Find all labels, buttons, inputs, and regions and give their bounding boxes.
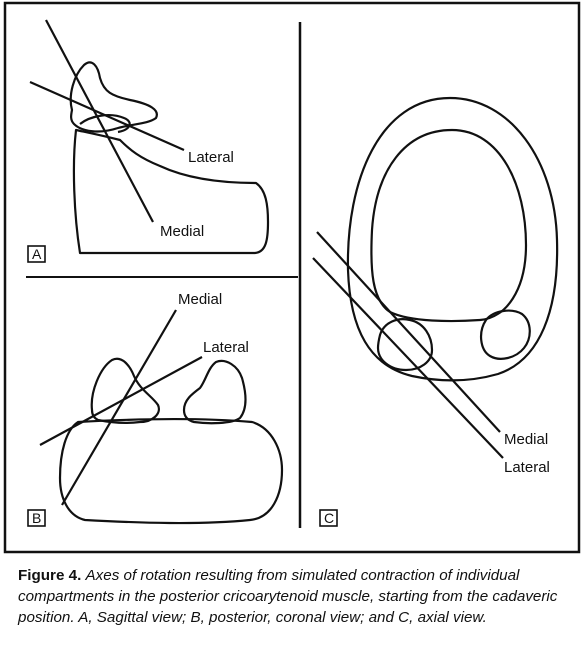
panel-b-lateral-axis bbox=[39, 356, 203, 446]
panel-a bbox=[29, 19, 270, 255]
panel-a-lateral-label: Lateral bbox=[188, 149, 234, 166]
panel-b-lateral-label: Lateral bbox=[203, 339, 249, 356]
panel-c-medial-label: Medial bbox=[504, 431, 548, 448]
panel-b-right-arytenoid bbox=[182, 359, 247, 425]
panel-a-letter-box bbox=[27, 245, 46, 263]
panel-c-outer-ring bbox=[346, 96, 559, 382]
figure-illustration: Lateral Medial A Medial Lateral B Medial… bbox=[3, 1, 581, 554]
panel-c-inner-ring bbox=[370, 128, 528, 323]
panel-c-letter: C bbox=[324, 510, 334, 526]
panel-b-medial-axis bbox=[61, 309, 177, 506]
panel-b bbox=[39, 309, 284, 525]
figure-caption-text: Axes of rotation resulting from simulate… bbox=[18, 567, 558, 626]
panel-a-arytenoid-inner bbox=[79, 114, 131, 134]
panel-c-medial-axis bbox=[316, 231, 501, 433]
panel-c-letter-box bbox=[319, 509, 338, 527]
panel-a-medial-label: Medial bbox=[160, 223, 204, 240]
figure-frame bbox=[3, 1, 581, 554]
panel-c bbox=[312, 96, 559, 459]
panel-c-lateral-label: Lateral bbox=[504, 459, 550, 476]
panel-a-letter: A bbox=[32, 246, 42, 262]
panel-c-left-arytenoid bbox=[376, 318, 434, 372]
figure-caption: Figure 4. Axes of rotation resulting fro… bbox=[18, 565, 578, 628]
panel-b-cricoid bbox=[58, 417, 284, 525]
panel-b-medial-label: Medial bbox=[178, 291, 222, 308]
panel-c-right-arytenoid bbox=[480, 309, 531, 360]
panel-c-lateral-axis bbox=[312, 257, 504, 459]
figure-caption-label: Figure 4. bbox=[18, 567, 82, 584]
panel-a-cartilage-body bbox=[72, 128, 270, 255]
panel-b-letter-box bbox=[27, 509, 46, 527]
panel-b-letter: B bbox=[32, 510, 41, 526]
panel-a-lateral-axis bbox=[29, 80, 185, 152]
panel-b-left-arytenoid bbox=[90, 357, 160, 424]
panel-a-arytenoid bbox=[69, 61, 158, 133]
panel-a-medial-axis bbox=[45, 19, 154, 223]
